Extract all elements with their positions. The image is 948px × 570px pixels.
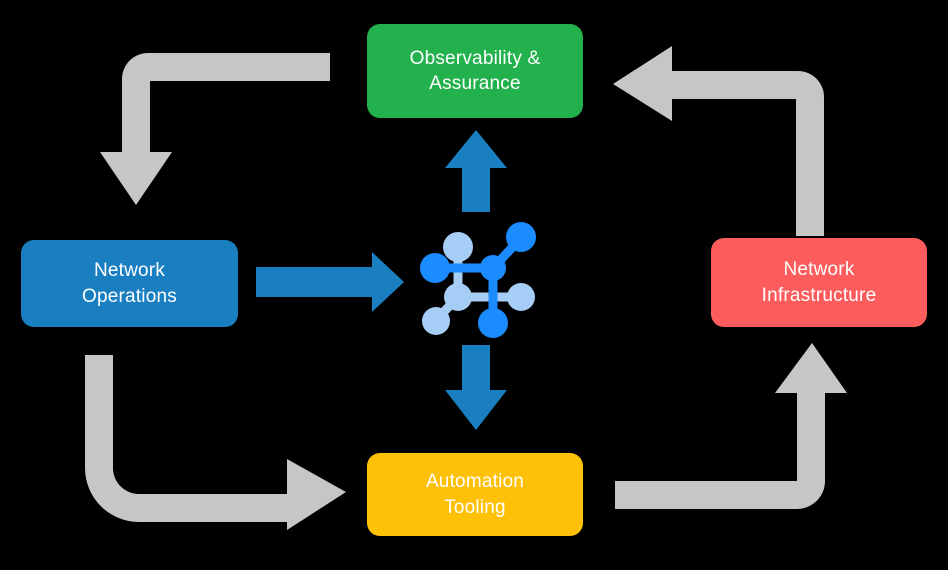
node-label-line1: Network <box>93 260 166 282</box>
topology-secondary-nodes <box>422 232 535 335</box>
arrow-center-to-automation <box>445 345 507 430</box>
arrow-automation-to-infrastructure <box>615 343 847 509</box>
arrow-infrastructure-to-observability <box>613 46 824 236</box>
topology-secondary-links <box>431 245 526 325</box>
node-label-line2: Assurance <box>429 73 521 94</box>
network-topology-icon <box>420 222 536 338</box>
node-label-line2: Operations <box>82 285 177 307</box>
arrow-observability-to-operations <box>100 53 330 205</box>
node-label-line2: Tooling <box>444 496 506 518</box>
node-label-line1: Automation <box>425 471 525 493</box>
node-observability-assurance[interactable]: Observability & Assurance <box>367 24 583 118</box>
node-label-line1: Observability & <box>409 47 541 69</box>
node-network-infrastructure[interactable]: Network Infrastructure <box>711 238 927 327</box>
arrow-operations-to-automation <box>85 355 346 530</box>
arrow-operations-to-center <box>256 252 404 312</box>
node-automation-tooling[interactable]: Automation Tooling <box>367 453 583 536</box>
arrow-center-to-observability <box>445 130 507 212</box>
node-label-line2: Infrastructure <box>761 284 877 306</box>
node-network-operations[interactable]: Network Operations <box>21 240 238 327</box>
node-label-line1: Network <box>783 259 855 281</box>
topology-primary-nodes <box>420 222 536 338</box>
